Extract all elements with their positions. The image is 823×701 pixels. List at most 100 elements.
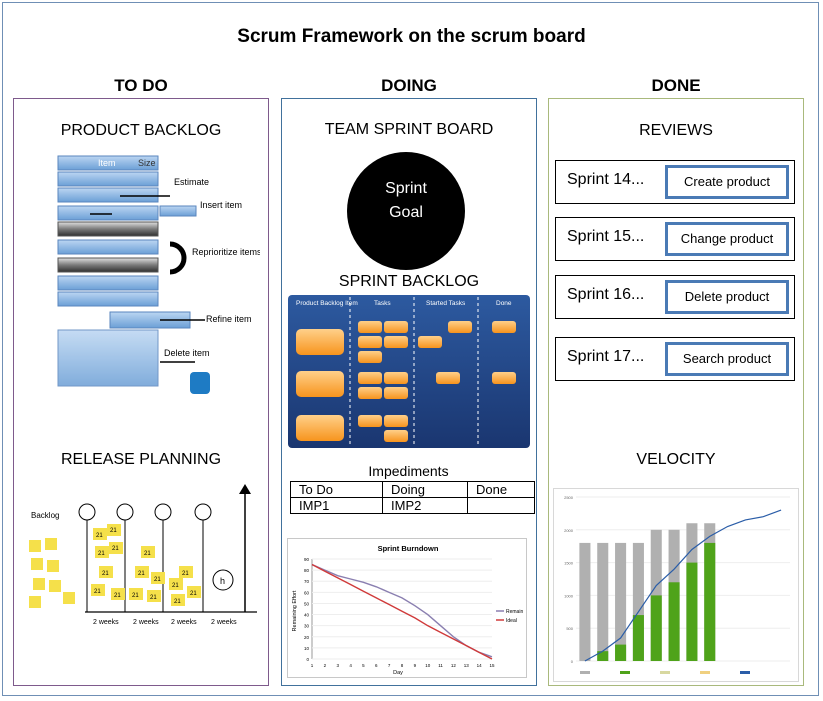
sticky-note xyxy=(141,546,155,558)
task-card xyxy=(384,321,408,333)
sprint-backlog-board: Product Backlog Item Tasks Started Tasks… xyxy=(288,295,530,448)
insert-item-label: Insert item xyxy=(200,200,242,210)
sticky-value: 21 xyxy=(138,571,145,577)
column-heading-done: DONE xyxy=(651,76,701,95)
burndown-y-tick: 60 xyxy=(304,590,310,595)
sticky-note xyxy=(49,580,61,592)
backlog-slab xyxy=(57,187,159,203)
sticky-note xyxy=(99,566,113,578)
burndown-y-tick: 30 xyxy=(304,624,310,629)
legend-swatch-scope xyxy=(660,671,670,674)
impediments-caption: Impediments xyxy=(368,463,449,479)
velocity-legend xyxy=(580,671,750,674)
burndown-xlabel: Day xyxy=(393,670,403,676)
sticky-note xyxy=(33,578,45,590)
burndown-y-tick: 90 xyxy=(304,557,310,562)
velocity-title: VELOCITY xyxy=(636,451,716,468)
started-task-card xyxy=(418,336,442,348)
impediment-cell: IMP2 xyxy=(382,497,468,514)
review-card: Sprint 14... Create product xyxy=(555,160,795,204)
backlog-slab xyxy=(57,275,159,291)
velocity-bar-completed xyxy=(668,582,680,661)
sticky-value: 21 xyxy=(150,595,157,601)
burndown-x-tick: 12 xyxy=(451,663,457,668)
sprint-duration-label: 2 weeks xyxy=(171,619,197,626)
task-card xyxy=(358,372,382,384)
sprint-duration-label: 2 weeks xyxy=(133,619,159,626)
story-card xyxy=(296,329,344,355)
sticky-value: 21 xyxy=(132,593,139,599)
story-card xyxy=(296,371,344,397)
velocity-bar-completed xyxy=(615,644,627,661)
sticky-note xyxy=(187,586,201,598)
create-product-button[interactable]: Create product xyxy=(665,165,789,199)
board-header-pbi: Product Backlog Item xyxy=(296,300,358,307)
burndown-x-tick: 3 xyxy=(336,663,339,668)
backlog-stickies xyxy=(29,538,75,608)
sticky-value: 21 xyxy=(114,593,121,599)
sprint-duration-label: 2 weeks xyxy=(211,619,237,626)
burndown-x-tick: 1 xyxy=(311,663,314,668)
release-backlog-label: Backlog xyxy=(31,511,59,520)
velocity-y-tick: 1000 xyxy=(564,593,574,598)
release-axis-arrow xyxy=(239,484,251,494)
velocity-y-tick: 2000 xyxy=(564,528,574,533)
done-task-card xyxy=(492,321,516,333)
velocity-y-tick: 500 xyxy=(566,626,573,631)
sprint-marker-circle xyxy=(78,503,96,521)
sticky-value: 21 xyxy=(172,583,179,589)
velocity-y-tick: 0 xyxy=(571,659,574,664)
sprint-goal-line2: Goal xyxy=(389,204,423,221)
sticky-value: 21 xyxy=(98,551,105,557)
delete-item-label: Delete item xyxy=(164,348,210,358)
sticky-note xyxy=(31,558,43,570)
sticky-note xyxy=(63,592,75,604)
burndown-y-tick: 20 xyxy=(304,635,310,640)
sticky-note xyxy=(171,594,185,606)
team-sprint-board-title: TEAM SPRINT BOARD xyxy=(324,121,494,138)
burndown-x-tick: 5 xyxy=(362,663,365,668)
sticky-note xyxy=(95,546,109,558)
sprint-burndown-chart: Sprint Burndown Day Remaining Effort 010… xyxy=(287,538,527,678)
task-card xyxy=(384,430,408,442)
search-product-button[interactable]: Search product xyxy=(665,342,789,376)
sticky-value: 21 xyxy=(102,571,109,577)
sticky-note xyxy=(29,596,41,608)
legend-swatch-green xyxy=(620,671,630,674)
burndown-y-tick: 70 xyxy=(304,579,310,584)
reviews-title: REVIEWS xyxy=(639,122,713,139)
velocity-bar-completed xyxy=(704,542,716,661)
delete-product-button[interactable]: Delete product xyxy=(665,280,789,314)
backlog-header-size: Size xyxy=(138,158,156,168)
task-card xyxy=(384,387,408,399)
sticky-note xyxy=(147,590,161,602)
column-heading-todo: TO DO xyxy=(114,76,168,95)
refine-item-label: Refine item xyxy=(206,314,252,324)
sticky-note xyxy=(179,566,193,578)
sticky-value: 21 xyxy=(112,546,119,552)
sticky-value: 21 xyxy=(182,571,189,577)
estimate-label: Estimate xyxy=(174,177,209,187)
review-card: Sprint 15... Change product xyxy=(555,217,795,261)
legend-ideal: Ideal xyxy=(506,618,517,624)
review-sprint-label: Sprint 14... xyxy=(567,171,645,188)
burndown-x-tick: 15 xyxy=(489,663,495,668)
sticky-value: 21 xyxy=(96,533,103,539)
board-header-done: Done xyxy=(496,300,512,307)
velocity-bar-total xyxy=(650,529,662,661)
reprioritized-slab xyxy=(57,257,159,273)
burndown-x-tick: 7 xyxy=(388,663,391,668)
reprioritized-slab xyxy=(57,221,159,237)
burndown-x-tick: 10 xyxy=(425,663,431,668)
sprint-backlog-title: SPRINT BACKLOG xyxy=(338,273,480,290)
review-sprint-label: Sprint 15... xyxy=(567,228,645,245)
task-card xyxy=(358,351,382,363)
sticky-note xyxy=(109,542,123,554)
burndown-title: Sprint Burndown xyxy=(378,544,439,553)
backlog-slab xyxy=(57,239,159,255)
impediments-header-todo: To Do xyxy=(290,481,383,498)
page-title: Scrum Framework on the scrum board xyxy=(237,26,586,47)
task-card xyxy=(358,336,382,348)
change-product-button[interactable]: Change product xyxy=(665,222,789,256)
